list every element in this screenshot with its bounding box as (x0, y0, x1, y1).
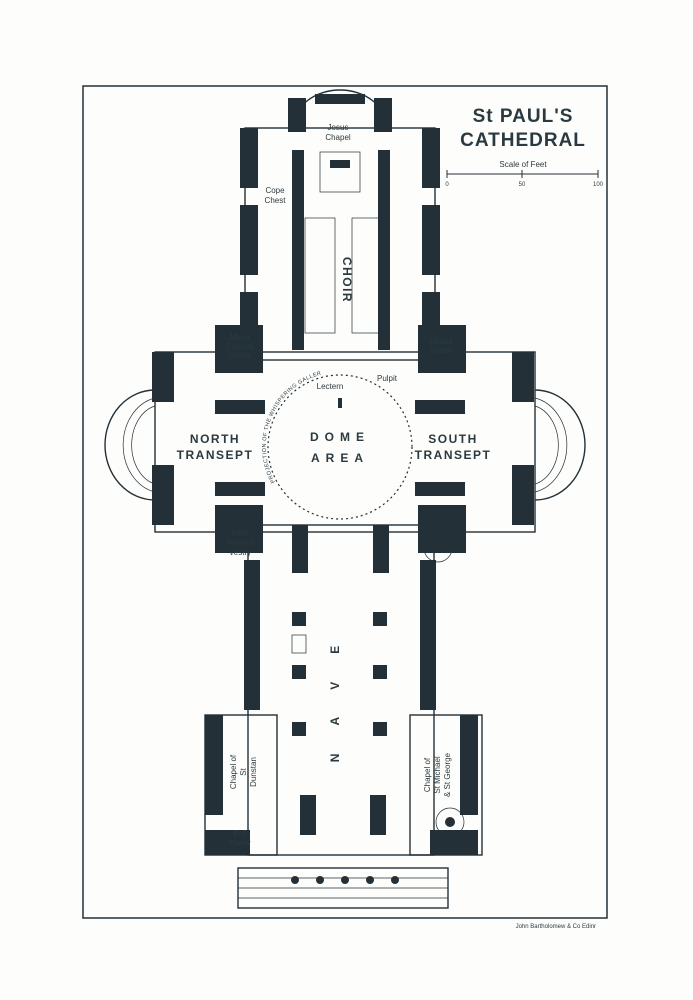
label-lectern: Lectern (317, 382, 344, 391)
label-chapel-dunstan-1: Chapel of (229, 754, 238, 789)
label-south-transept-2: TRANSEPT (415, 448, 492, 462)
label-dome-1: DOME (310, 430, 370, 444)
label-lord-mayors-1: Lord (232, 528, 248, 537)
dome-area-circle (267, 374, 413, 520)
label-south-transept-1: SOUTH (428, 432, 478, 446)
scale-label: Scale of Feet (499, 160, 547, 169)
label-bell-tower-2: Tower (229, 839, 251, 848)
label-choir: CHOIR (340, 257, 354, 303)
label-minor-canons-2: Canons (226, 342, 254, 351)
label-nave: NAVE (328, 618, 342, 762)
label-chapel-dunstan-2: St (239, 767, 248, 775)
label-cope-chest-1: Cope (265, 186, 285, 195)
imprint: John Bartholomew & Co Edinr (516, 924, 596, 930)
label-deans-vestry-1: Deans (429, 337, 452, 346)
scale-tick-0: 0 (445, 182, 449, 188)
label-dome-2: AREA (311, 451, 369, 465)
label-jesus-chapel-1: Jesus (328, 123, 349, 132)
label-whispering-gallery: PROJECTION OF THE WHISPERING GALLERY (0, 0, 322, 484)
label-bell-tower-1: Bell (233, 829, 247, 838)
label-chapel-michael-1: Chapel of (423, 757, 432, 792)
label-north-transept-1: NORTH (190, 432, 240, 446)
label-chapel-michael-3: & St George (443, 752, 452, 797)
label-lord-mayors-3: Vestry (229, 548, 251, 557)
title-line2: CATHEDRAL (460, 130, 586, 151)
label-chapel-michael-2: St Michael (433, 756, 442, 794)
label-minor-canons-1: Minor (230, 333, 250, 342)
label-lord-mayors-2: Mayors (227, 538, 253, 547)
scale-tick-100: 100 (593, 182, 604, 188)
label-north-transept-2: TRANSEPT (177, 448, 254, 462)
label-cope-chest-2: Chest (265, 196, 287, 205)
label-minor-canons-3: Vestry (229, 351, 251, 360)
scale-tick-50: 50 (519, 182, 526, 188)
map-frame (82, 85, 608, 919)
scale-bar (446, 170, 599, 178)
label-deans-vestry-2: Vestry (430, 346, 452, 355)
whispering-gallery-path: PROJECTION OF THE WHISPERING GALLERY (0, 0, 322, 484)
label-chapel-dunstan-3: Dunstan (249, 757, 258, 787)
title-line1: St PAUL'S (473, 106, 574, 127)
label-pulpit: Pulpit (377, 374, 398, 383)
label-jesus-chapel-2: Chapel (325, 133, 351, 142)
walls-and-piers (152, 94, 534, 855)
